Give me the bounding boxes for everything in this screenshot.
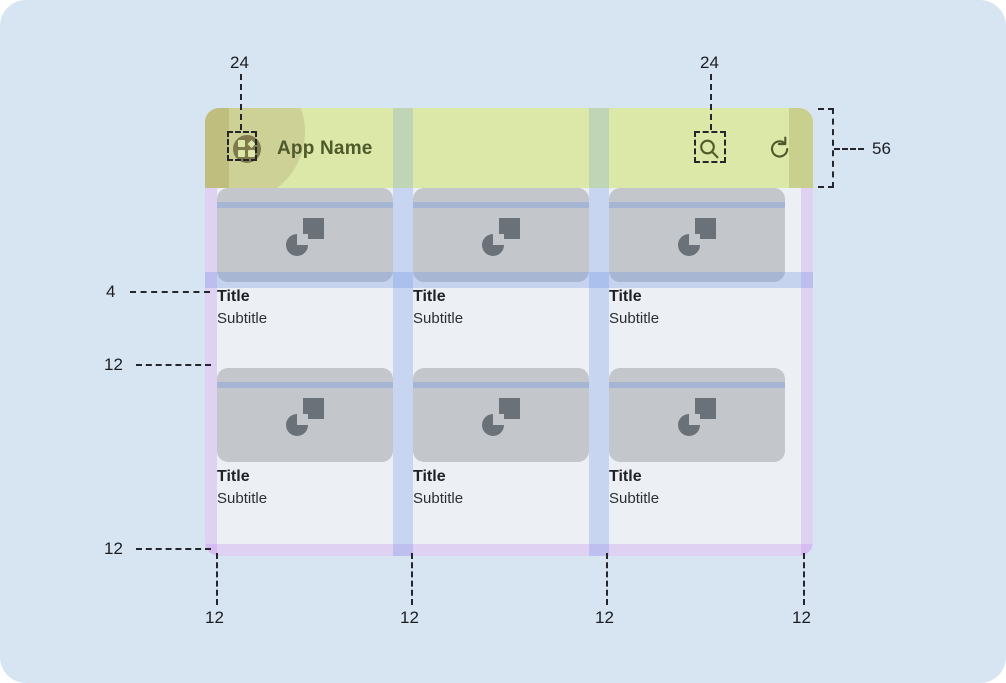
logo-touch-target-box bbox=[227, 131, 257, 161]
card-thumbnail bbox=[217, 368, 393, 462]
list-item[interactable]: Title Subtitle bbox=[217, 188, 393, 330]
list-item[interactable]: Title Subtitle bbox=[413, 368, 589, 510]
list-item[interactable]: Title Subtitle bbox=[413, 188, 589, 330]
card-title: Title bbox=[609, 288, 642, 305]
leader-line bbox=[240, 74, 242, 130]
card-title: Title bbox=[217, 288, 250, 305]
card-subtitle: Subtitle bbox=[413, 310, 464, 327]
list-item[interactable]: Title Subtitle bbox=[217, 368, 393, 510]
card-subtitle: Subtitle bbox=[217, 310, 268, 327]
measurement-label-gutter-2: 12 bbox=[400, 608, 419, 627]
card-grid: Title Subtitle Title Subtitle bbox=[205, 188, 813, 556]
app-frame: App Name bbox=[205, 108, 813, 556]
leader-line bbox=[130, 291, 210, 293]
measurement-label-gutter-1: 12 bbox=[205, 608, 224, 627]
card-subtitle: Subtitle bbox=[609, 310, 660, 327]
leader-line bbox=[606, 553, 608, 605]
image-placeholder-icon bbox=[286, 218, 324, 256]
leader-line bbox=[411, 553, 413, 605]
measurement-label-appbar-height: 56 bbox=[872, 139, 891, 158]
card-thumbnail bbox=[413, 188, 589, 282]
image-placeholder-icon bbox=[482, 398, 520, 436]
list-item[interactable]: Title Subtitle bbox=[609, 188, 785, 330]
measurement-label-thumb-title-gap: 4 bbox=[106, 282, 116, 301]
card-title: Title bbox=[413, 468, 446, 485]
search-button[interactable] bbox=[695, 135, 723, 163]
leader-line bbox=[216, 553, 218, 605]
leader-line bbox=[803, 553, 805, 605]
measurement-label-gutter-4: 12 bbox=[792, 608, 811, 627]
list-item[interactable]: Title Subtitle bbox=[609, 368, 785, 510]
image-placeholder-icon bbox=[482, 218, 520, 256]
card-subtitle: Subtitle bbox=[609, 490, 660, 507]
appbar-height-bracket bbox=[818, 108, 834, 188]
leader-line bbox=[710, 74, 712, 130]
card-thumbnail bbox=[609, 188, 785, 282]
card-thumbnail bbox=[609, 368, 785, 462]
refresh-button[interactable] bbox=[766, 135, 794, 163]
image-placeholder-icon bbox=[286, 398, 324, 436]
search-touch-target-box bbox=[694, 131, 726, 163]
card-subtitle: Subtitle bbox=[413, 490, 464, 507]
card-subtitle: Subtitle bbox=[217, 490, 268, 507]
measurement-label-logo-spacing: 24 bbox=[230, 53, 249, 72]
leader-line bbox=[136, 364, 211, 366]
measurement-label-row-gap: 12 bbox=[104, 355, 123, 374]
card-title: Title bbox=[413, 288, 446, 305]
measurement-label-gutter-3: 12 bbox=[595, 608, 614, 627]
card-thumbnail bbox=[413, 368, 589, 462]
card-title: Title bbox=[217, 468, 250, 485]
leader-line bbox=[136, 548, 211, 550]
search-icon bbox=[700, 139, 719, 159]
card-title: Title bbox=[609, 468, 642, 485]
card-thumbnail bbox=[217, 188, 393, 282]
image-placeholder-icon bbox=[678, 218, 716, 256]
image-placeholder-icon bbox=[678, 398, 716, 436]
measurement-label-bottom-padding: 12 bbox=[104, 539, 123, 558]
refresh-icon bbox=[771, 136, 789, 158]
measurement-label-action-spacing: 24 bbox=[700, 53, 719, 72]
leader-line bbox=[834, 148, 864, 150]
app-title: App Name bbox=[277, 138, 373, 159]
